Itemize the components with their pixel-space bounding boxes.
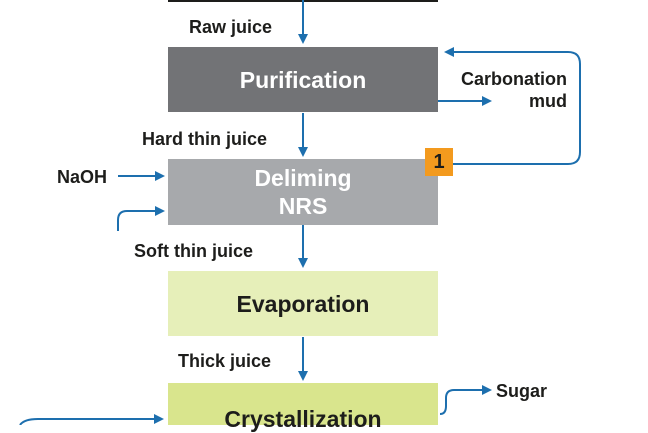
deliming-inlet-arrow [117, 206, 165, 231]
deliming-box: Deliming NRS [168, 159, 438, 225]
raw-juice-label: Raw juice [189, 17, 273, 37]
evaporation-box: Evaporation [168, 271, 438, 336]
carbonation-mud-line1: Carbonation [461, 69, 567, 89]
carbonation-mud-line2: mud [529, 91, 567, 111]
carbonation-mud-label: Carbonation mud [461, 68, 567, 112]
crystallization-box: Crystallization [168, 383, 438, 432]
step-badge-number: 1 [433, 150, 445, 173]
purification-title: Purification [239, 66, 367, 93]
crystallization-title: Crystallization [224, 406, 382, 432]
recycle-loop-arrow [444, 47, 581, 165]
naoh-label: NaOH [57, 167, 108, 187]
evaporation-title: Evaporation [236, 290, 370, 317]
sugar-arrow [439, 385, 492, 415]
crystallization-inlet-arrow [19, 414, 164, 425]
deliming-subtitle: NRS [278, 193, 328, 219]
step-badge: 1 [425, 148, 453, 176]
sugar-label: Sugar [496, 381, 548, 401]
purification-box: Purification [168, 47, 438, 112]
deliming-title: Deliming [254, 165, 352, 191]
soft-thin-juice-label: Soft thin juice [134, 241, 253, 261]
hard-thin-juice-label: Hard thin juice [142, 129, 268, 149]
thick-juice-label: Thick juice [178, 351, 272, 371]
